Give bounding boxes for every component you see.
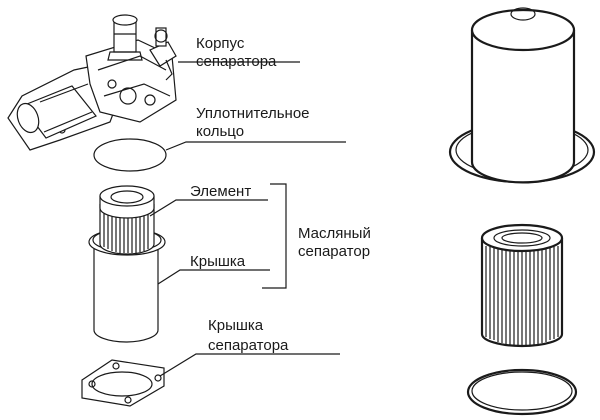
o-ring-drawing bbox=[466, 368, 578, 416]
cover-label: Крышка bbox=[190, 253, 246, 270]
oil-separator-element-drawing bbox=[88, 185, 166, 343]
separator-cover-label-line1: Крышка bbox=[208, 317, 264, 334]
separator-body-label-line2: сепаратора bbox=[196, 53, 277, 70]
seal-ring-drawing bbox=[93, 138, 167, 172]
canister-drawing bbox=[448, 7, 596, 184]
leader-element bbox=[149, 199, 268, 217]
leader-cover bbox=[157, 269, 270, 285]
separator-cover-drawing bbox=[81, 359, 165, 407]
oil-separator-label-line2: сепаратор bbox=[298, 243, 370, 260]
filter-cartridge-drawing bbox=[480, 223, 564, 348]
separator-body-label-line1: Корпус bbox=[196, 35, 245, 52]
element-label: Элемент bbox=[190, 183, 251, 200]
leader-seal-ring bbox=[165, 141, 346, 151]
seal-ring-label-line1: Уплотнительное bbox=[196, 105, 310, 122]
leader-separator-cover bbox=[159, 353, 340, 377]
separator-housing-drawing bbox=[7, 14, 177, 151]
oil-separator-label-line1: Масляный bbox=[298, 225, 371, 242]
seal-ring-label-line2: кольцо bbox=[196, 123, 244, 140]
oil-separator-bracket bbox=[262, 183, 287, 289]
separator-cover-label-line2: сепаратора bbox=[208, 337, 289, 354]
